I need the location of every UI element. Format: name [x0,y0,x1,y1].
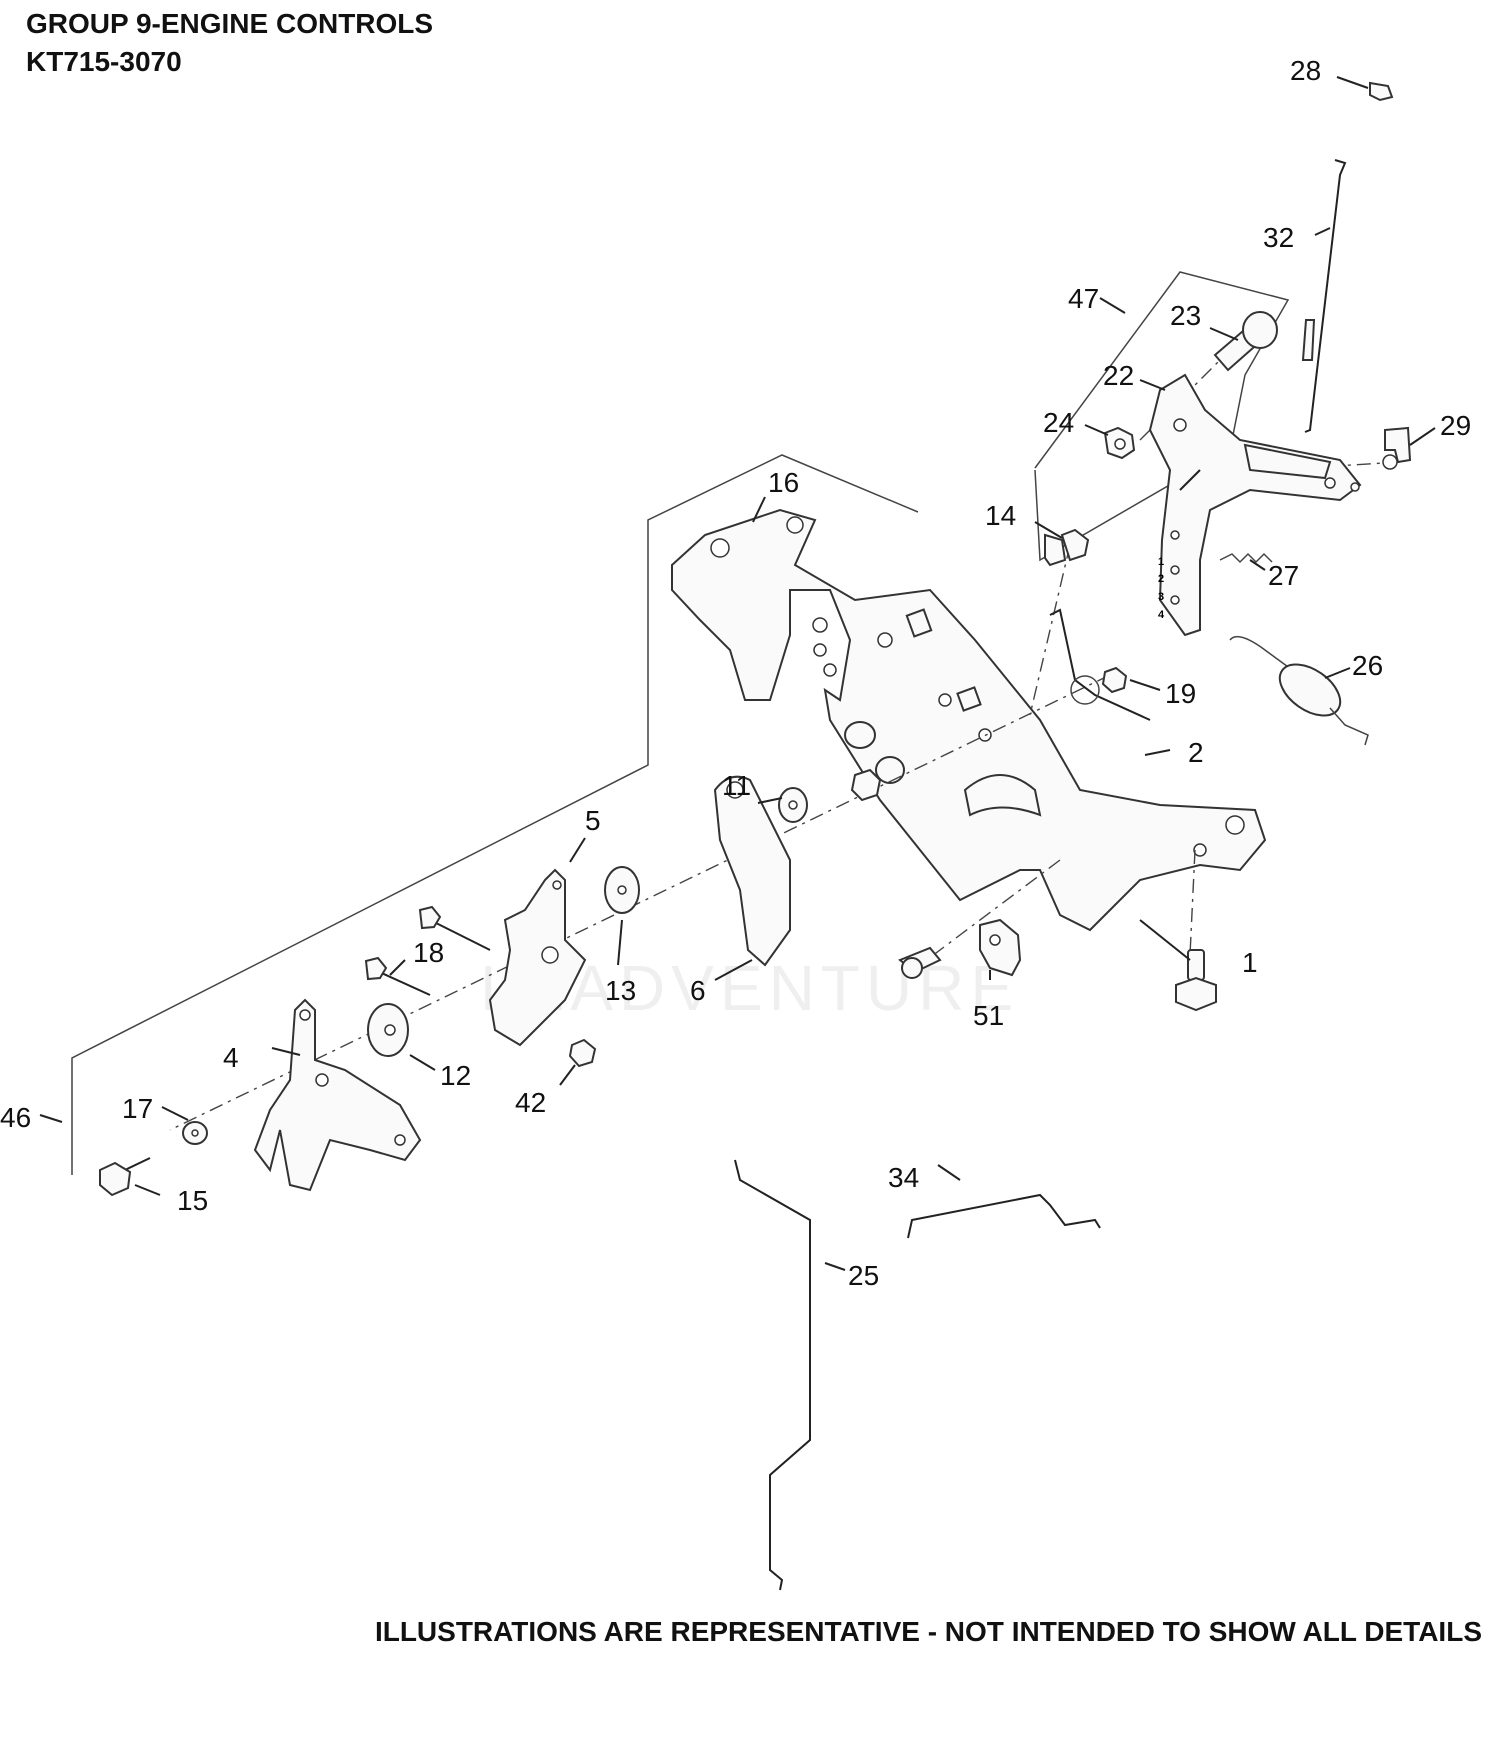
pin-23 [1213,311,1278,372]
callout-19: 19 [1165,678,1196,709]
callout-12: 12 [440,1060,471,1091]
callout-labels: 1 2 4 5 6 11 12 13 14 15 16 17 18 19 22 … [0,55,1471,1291]
plate-mark-4: 4 [1158,609,1165,621]
clip-51 [979,918,1022,977]
callout-47: 47 [1068,283,1099,314]
group-bracket-47 [1034,271,1290,562]
washer-17 [182,1121,208,1145]
washer-13 [604,866,640,914]
callout-22: 22 [1103,360,1134,391]
callout-42: 42 [515,1087,546,1118]
bolt-small [898,946,942,979]
callout-25: 25 [848,1260,879,1291]
bolt-15 [99,1157,151,1197]
lever-5 [488,868,587,1047]
callout-11: 11 [722,770,751,801]
throttle-rod-25 [734,1159,811,1591]
washer-12 [367,1003,409,1057]
lever-6 [713,775,791,967]
callout-15: 15 [177,1185,208,1216]
nut-19 [1101,666,1128,694]
washer-11 [778,787,808,823]
callout-17: 17 [122,1093,153,1124]
model-number: KT715-3070 [26,46,182,77]
callout-2: 2 [1188,737,1204,768]
nut-24 [1103,426,1136,460]
throttle-lever-22: 1 2 3 4 [1148,373,1362,637]
callout-46: 46 [0,1102,31,1133]
group-bracket-46 [71,454,919,1175]
plate-mark-3: 3 [1158,591,1164,603]
bolt-18 [364,905,491,996]
callout-24: 24 [1043,407,1074,438]
plate-mark-1: 1 [1158,556,1164,568]
callout-51: 51 [973,1000,1004,1031]
disclaimer-note: ILLUSTRATIONS ARE REPRESENTATIVE - NOT I… [374,1616,1482,1647]
choke-rod-34 [907,1193,1101,1239]
main-bracket-16 [671,508,1267,932]
callout-16: 16 [768,467,799,498]
callout-5: 5 [585,805,601,836]
plate-mark-2: 2 [1158,573,1164,585]
governor-spring-32 [1301,159,1347,433]
spring-27 [1219,552,1273,564]
callout-6: 6 [690,975,706,1006]
leader-lines [39,76,1436,1271]
callout-1: 1 [1242,947,1258,978]
callout-23: 23 [1170,300,1201,331]
bolt-1 [1175,949,1217,1012]
callout-18: 18 [413,937,444,968]
callout-28: 28 [1290,55,1321,86]
spring-2 [1049,608,1151,721]
nut-42 [568,1038,597,1068]
callout-4: 4 [223,1042,239,1073]
diagram-title: GROUP 9-ENGINE CONTROLS [26,8,434,39]
callout-34: 34 [888,1162,919,1193]
callout-14: 14 [985,500,1016,531]
callout-27: 27 [1268,560,1299,591]
bolt-14 [1044,528,1090,567]
bolt-28 [1369,81,1394,102]
spring-26 [1229,635,1369,746]
callout-29: 29 [1440,410,1471,441]
callout-32: 32 [1263,222,1294,253]
lever-4 [253,998,422,1192]
callout-26: 26 [1352,650,1383,681]
callout-13: 13 [605,975,636,1006]
nut-bracket [850,768,882,802]
clip-29 [1382,426,1412,470]
